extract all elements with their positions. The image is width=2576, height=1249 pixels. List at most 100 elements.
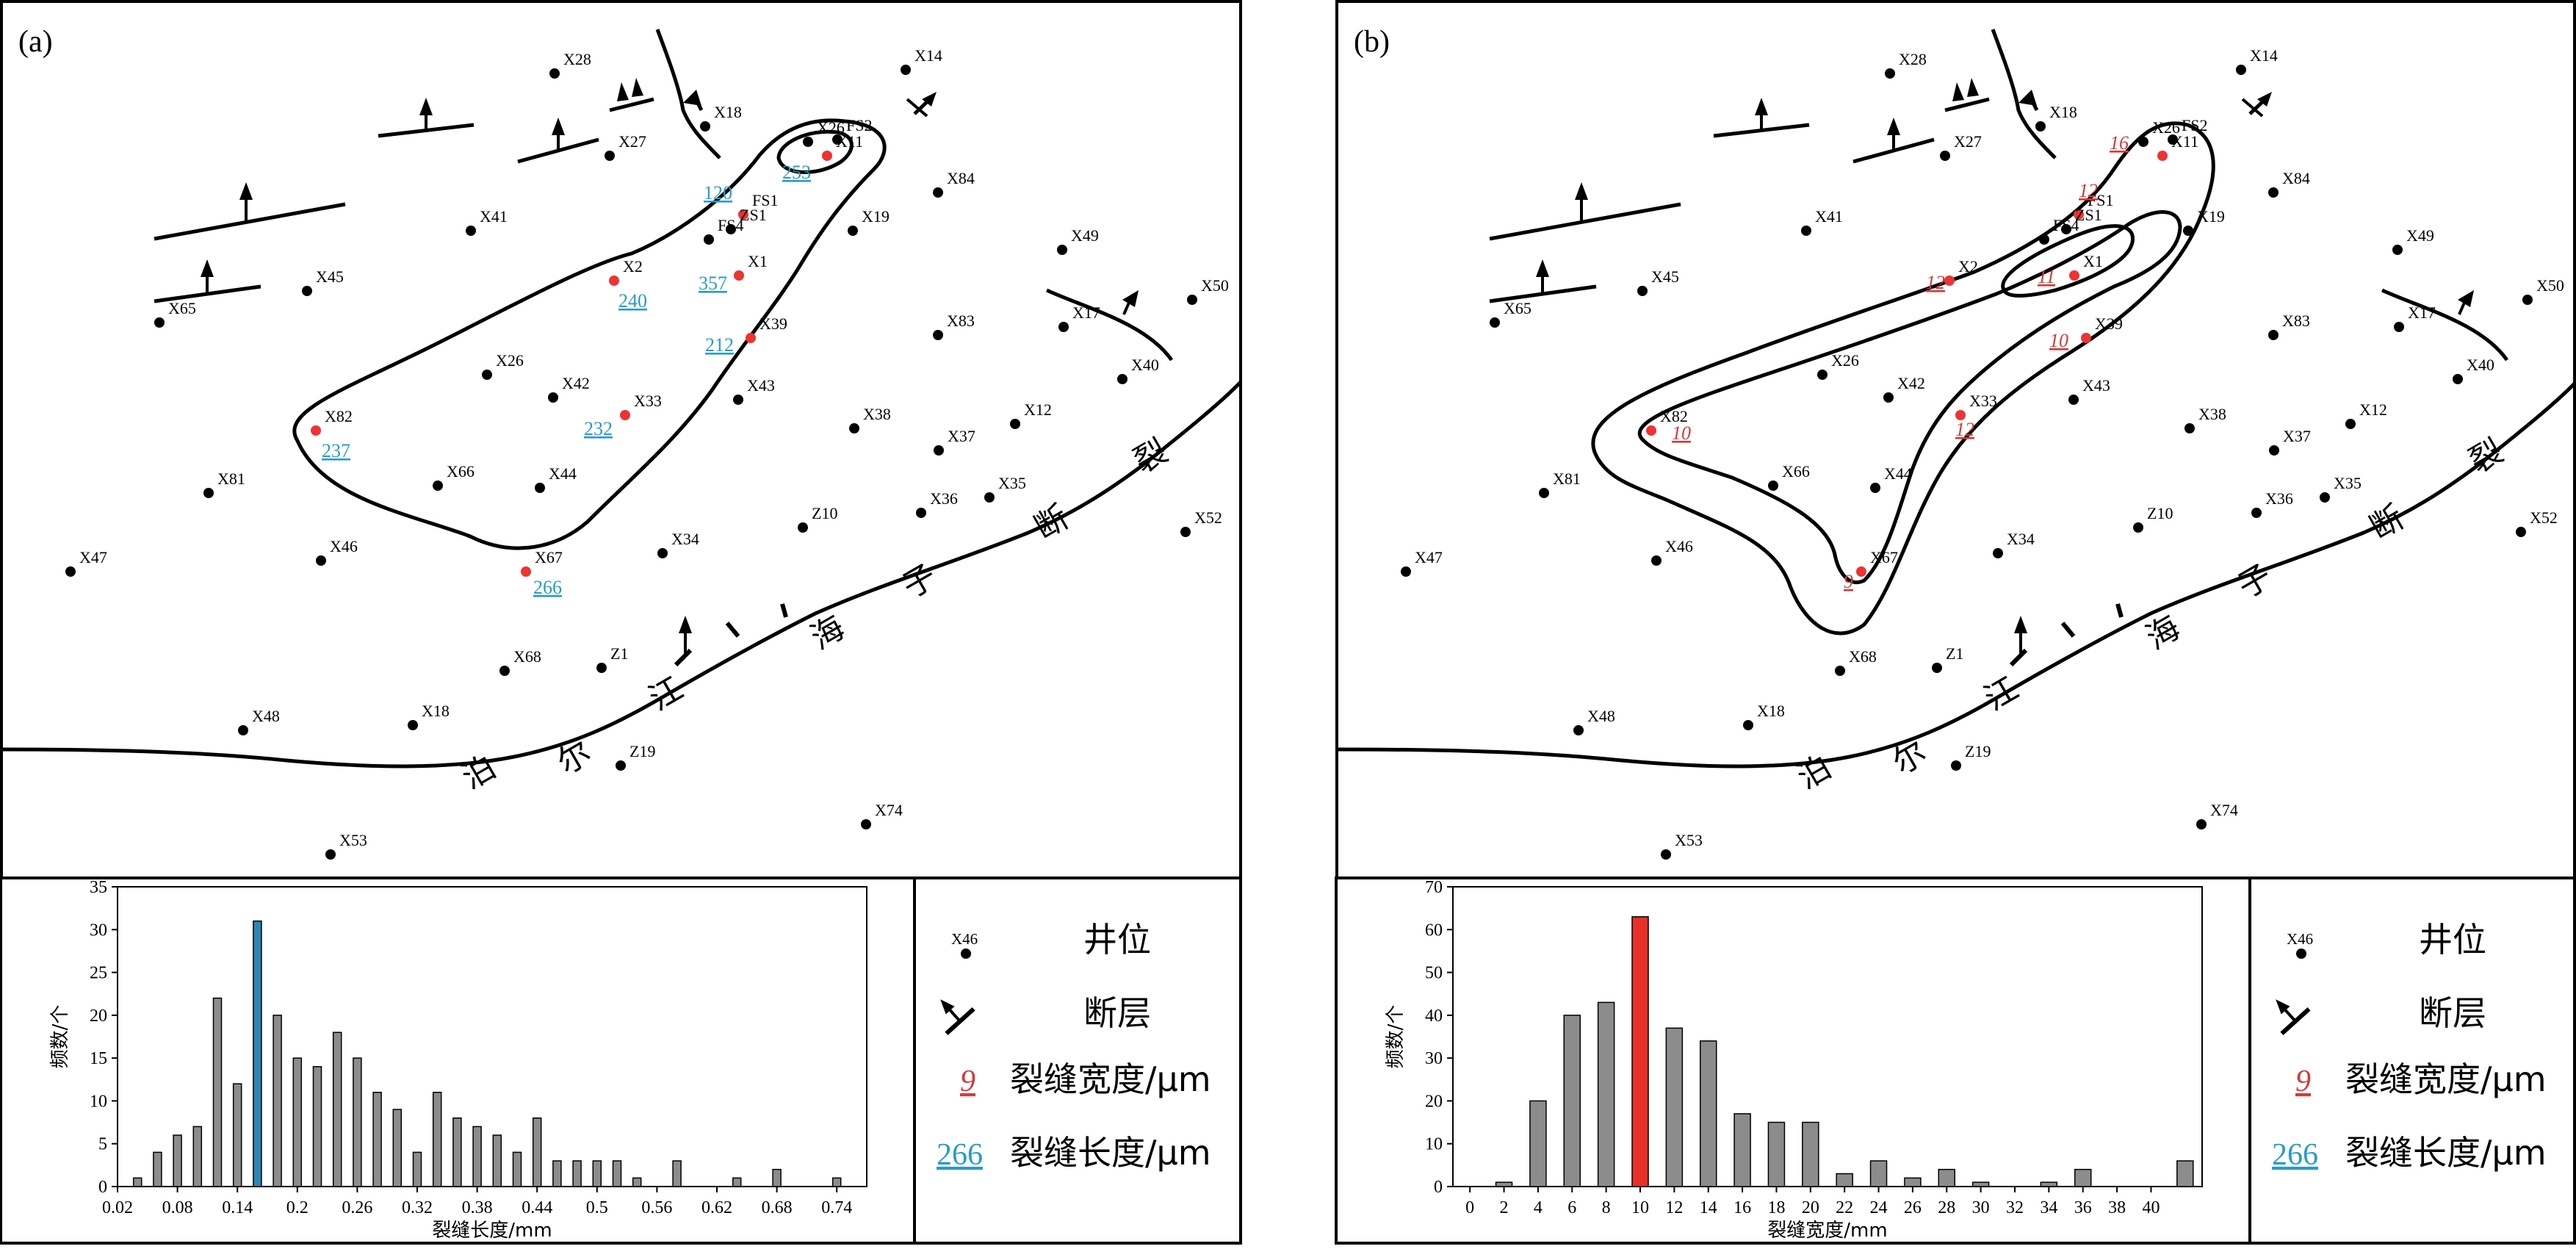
well-dot [1885, 68, 1895, 79]
x-tick-label: 30 [1972, 1198, 1990, 1217]
well-dot [65, 566, 76, 577]
histogram-bar [1733, 1113, 1751, 1187]
histogram-bar [612, 1160, 622, 1187]
well-dot [1539, 488, 1549, 498]
histogram-bar [492, 1134, 502, 1187]
well-x46: X46 [1651, 537, 1693, 566]
well-x27: X27 [1940, 132, 1982, 161]
well-label: FS1 [2088, 191, 2113, 209]
x-tick-label: 0.26 [342, 1198, 372, 1217]
well-label: X27 [618, 132, 646, 151]
well-label: X39 [2095, 314, 2123, 333]
well-x43: X43 [733, 376, 775, 405]
well-dot [2138, 137, 2149, 147]
well-label: X17 [2408, 303, 2436, 322]
well-label: X42 [562, 374, 590, 392]
histogram-bar [1495, 1181, 1513, 1187]
well-label: X26 [2152, 118, 2180, 137]
well-dot [549, 68, 560, 79]
well-dot [605, 151, 615, 161]
well-label: X26 [1831, 351, 1859, 370]
well-dot [2035, 121, 2046, 132]
well-label: X12 [2359, 400, 2387, 419]
well-label: X36 [930, 489, 958, 508]
histogram-bar [353, 1057, 362, 1187]
well-x18: X18 [1743, 702, 1785, 730]
well-label: X42 [1897, 374, 1925, 392]
well-label: X50 [2536, 276, 2564, 295]
attribute-value: 10 [2049, 330, 2068, 351]
well-x46: X46 [316, 537, 358, 566]
well-label: FS4 [718, 216, 743, 234]
x-tick-label: 4 [1534, 1198, 1543, 1217]
well-label: X47 [79, 548, 107, 566]
well-label: X19 [2197, 207, 2225, 226]
well-label: X19 [862, 207, 890, 226]
well-label: ZS1 [740, 206, 767, 224]
attribute-value: 12 [1955, 419, 1974, 440]
well-dot [1993, 548, 2003, 558]
well-label: X18 [1757, 702, 1785, 720]
well-dot [616, 760, 626, 771]
well-z19: Z19 [616, 742, 655, 771]
well-x45: X45 [302, 267, 344, 296]
panel-label: (a) [18, 25, 53, 59]
well-label: X41 [480, 207, 508, 226]
y-tick-label: 10 [1425, 1135, 1443, 1154]
plot-area [1452, 886, 2203, 1187]
well-label: X14 [914, 46, 942, 65]
well-fs4: FS4 [704, 216, 743, 245]
x-tick-label: 38 [2108, 1198, 2126, 1217]
well-dot [2183, 226, 2193, 236]
legend-well-label: 井位 [2419, 920, 2486, 960]
attribute-value: 237 [322, 440, 350, 461]
well-x66: X66 [433, 462, 475, 491]
well-dot [934, 445, 944, 456]
well-label: FS2 [846, 116, 872, 134]
well-dot [1883, 392, 1894, 403]
x-tick-label: 0 [1465, 1198, 1474, 1217]
contours-a [292, 118, 887, 550]
y-tick-label: 20 [1425, 1092, 1443, 1111]
x-tick-label: 0.56 [641, 1198, 672, 1217]
well-dot [2320, 492, 2330, 503]
x-tick-label: 8 [1602, 1198, 1611, 1217]
x-tick-label: 0.5 [586, 1198, 608, 1217]
well-fs2: FS2 [832, 116, 872, 145]
x-tick-label: 18 [1767, 1198, 1785, 1217]
well-x12: X12 [2345, 400, 2387, 429]
well-x38: X38 [2184, 405, 2226, 433]
histogram-bar [332, 1032, 342, 1187]
well-dot [2268, 187, 2279, 198]
x-tick-label: 12 [1665, 1198, 1683, 1217]
well-x48: X48 [238, 707, 280, 735]
well-label: X45 [316, 267, 344, 286]
well-dot [1057, 245, 1067, 255]
well-label: X36 [2265, 489, 2293, 508]
well-x18: X18 [700, 103, 742, 132]
attribute-value: 240 [618, 290, 647, 312]
y-tick-label: 5 [98, 1135, 107, 1154]
x-tick-label: 16 [1733, 1198, 1751, 1217]
well-label: Z10 [2147, 504, 2173, 522]
well-dot [2345, 419, 2356, 429]
boerjiang-fault-line [0, 381, 1242, 769]
well-x50: X50 [2522, 276, 2564, 305]
histogram-bar [1699, 1040, 1717, 1187]
well-x2: X2 [1944, 257, 1978, 286]
x-tick-label: 2 [1500, 1198, 1509, 1217]
histogram-bar [1529, 1100, 1547, 1187]
histogram-bar [253, 920, 262, 1187]
histogram-bar [292, 1057, 303, 1187]
well-label: X43 [2082, 376, 2110, 395]
well-dot [499, 666, 510, 676]
well-dot [2069, 270, 2079, 281]
histogram-bar [532, 1117, 542, 1187]
x-tick-label: 0.32 [402, 1198, 433, 1217]
well-dot [521, 566, 531, 577]
well-label: X2 [623, 257, 643, 276]
well-dot [733, 395, 743, 405]
histogram-bar [1836, 1173, 1853, 1187]
